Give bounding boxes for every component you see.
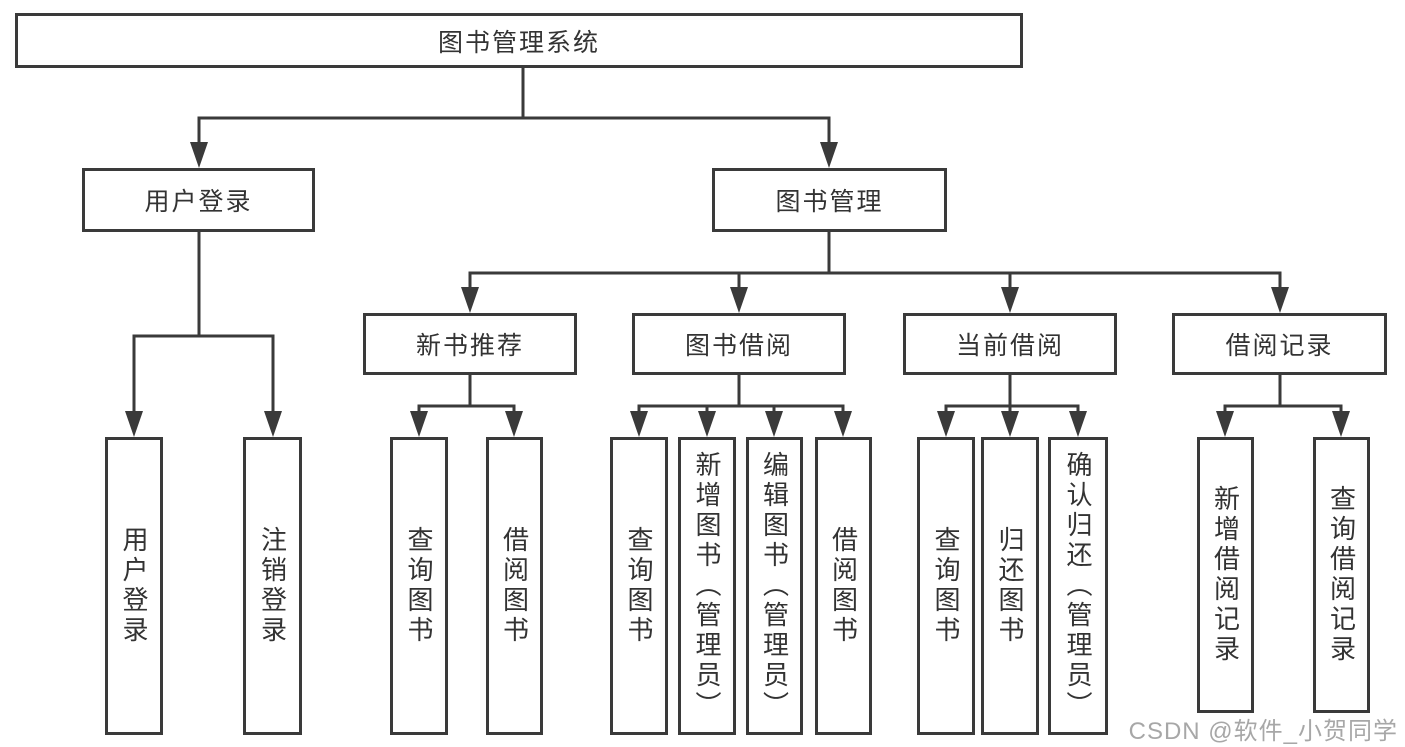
leaf-label: 注销登录 [257,526,288,646]
leaf-label: 查询借阅记录 [1326,485,1357,665]
node-user-login: 用户登录 [82,168,315,232]
leaf-borrow-books-2: 借阅图书 [815,437,872,735]
node-label: 图书借阅 [684,332,793,360]
leaf-add-book-admin: 新增图书（管理员） [678,437,736,735]
leaf-logout: 注销登录 [243,437,302,735]
node-label: 借阅记录 [1225,332,1334,360]
leaf-label: 查询图书 [404,526,434,646]
node-current-borrow: 当前借阅 [903,313,1117,375]
leaf-label: 借阅图书 [828,526,859,646]
node-label: 当前借阅 [955,332,1064,360]
leaf-query-borrow-record: 查询借阅记录 [1313,437,1370,713]
leaf-user-login: 用户登录 [105,437,163,735]
node-label: 新书推荐 [415,332,524,360]
leaf-label: 查询图书 [931,526,961,646]
leaf-label: 新增图书（管理员） [692,451,722,721]
leaf-query-books-current: 查询图书 [917,437,975,735]
watermark-text: CSDN @软件_小贺同学 [1128,718,1398,745]
leaf-label: 归还图书 [995,526,1025,646]
leaf-return-book: 归还图书 [981,437,1039,735]
leaf-label: 新增借阅记录 [1210,485,1241,665]
leaf-query-books-borrow: 查询图书 [610,437,668,735]
leaf-borrow-books-recommend: 借阅图书 [486,437,543,735]
node-library-management-system: 图书管理系统 [15,13,1023,68]
node-new-book-recommend: 新书推荐 [363,313,577,375]
node-label: 图书管理 [775,188,884,216]
leaf-label: 借阅图书 [499,526,530,646]
node-book-management: 图书管理 [712,168,947,232]
leaf-label: 查询图书 [624,526,654,646]
leaf-label: 编辑图书（管理员） [759,451,790,721]
leaf-label: 确认归还（管理员） [1063,451,1093,721]
leaf-edit-book-admin: 编辑图书（管理员） [746,437,803,735]
leaf-query-books-recommend: 查询图书 [390,437,448,735]
node-borrow-records: 借阅记录 [1172,313,1387,375]
leaf-confirm-return-admin: 确认归还（管理员） [1048,437,1108,735]
node-book-borrow: 图书借阅 [632,313,846,375]
leaf-label: 用户登录 [119,526,149,646]
node-label: 用户登录 [144,188,253,216]
leaf-add-borrow-record: 新增借阅记录 [1197,437,1254,713]
node-label: 图书管理系统 [437,28,600,57]
